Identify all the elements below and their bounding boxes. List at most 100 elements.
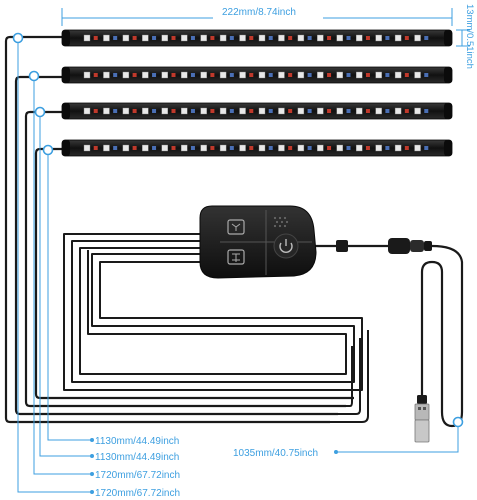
resistor-chip: [268, 146, 273, 150]
led-chip: [297, 107, 305, 115]
led-chip: [142, 107, 149, 115]
led-chip: [317, 71, 324, 79]
resistor-chip: [365, 146, 370, 150]
led-chip: [122, 34, 130, 42]
resistor-chip: [152, 109, 157, 113]
resistor-chip: [404, 73, 409, 77]
cable-length-leaders: [17, 42, 459, 493]
resistor-chip: [132, 146, 137, 150]
led-chip: [356, 71, 363, 79]
led-chip: [200, 144, 207, 152]
led-chip: [278, 107, 285, 115]
leader-end-dots: [90, 438, 338, 494]
led-chip: [356, 107, 363, 115]
resistor-chip: [210, 73, 215, 77]
resistor-chip: [327, 109, 332, 113]
resistor-chip: [424, 146, 429, 150]
resistor-chip: [288, 109, 293, 113]
resistor-chip: [365, 36, 370, 40]
led-chip: [278, 34, 285, 42]
resistor-chip: [288, 36, 293, 40]
led-chip: [181, 71, 188, 79]
resistor-chip: [327, 36, 332, 40]
led-chip: [336, 144, 343, 152]
resistor-chip: [249, 146, 254, 150]
led-chip: [239, 144, 246, 152]
strip-width-dimension: 222mm/8.74inch: [61, 5, 453, 26]
cable-length-label-2: 1130mm/44.49inch: [95, 452, 179, 463]
controller[interactable]: [199, 205, 317, 279]
resistor-chip: [385, 73, 390, 77]
usb-cable-length-label: 1035mm/40.75inch: [233, 448, 318, 459]
mic-icon: [273, 216, 289, 228]
looped-cables: [63, 233, 369, 423]
resistor-chip: [404, 109, 409, 113]
led-chip: [219, 71, 227, 79]
led-chip: [142, 144, 149, 152]
led-chip: [239, 107, 246, 115]
led-chip: [375, 144, 382, 152]
usb-plug: [414, 403, 430, 421]
resistor-chip: [210, 109, 215, 113]
strip-end-cap: [444, 30, 452, 46]
cable-length-label-4: 1720mm/67.72inch: [95, 488, 180, 499]
strip-width-label: 222mm/8.74inch: [222, 7, 296, 18]
led-chip: [103, 144, 110, 152]
connector-marker: [34, 106, 46, 118]
led-chip: [317, 107, 324, 115]
led-chip: [336, 71, 343, 79]
led-chip: [83, 144, 91, 152]
resistor-chip: [268, 36, 273, 40]
led-chip: [122, 144, 130, 152]
led-chip: [394, 71, 402, 79]
resistor-chip: [424, 109, 429, 113]
led-strip-body: [61, 102, 453, 120]
led-chip: [356, 34, 363, 42]
led-chip: [336, 107, 343, 115]
resistor-chip: [132, 36, 137, 40]
led-chip: [219, 144, 227, 152]
connector-marker: [28, 70, 40, 82]
led-strip: [61, 139, 453, 157]
mode-button[interactable]: [227, 219, 245, 235]
led-chip: [414, 34, 421, 42]
led-chip: [258, 144, 266, 152]
led-chip: [219, 34, 227, 42]
resistor-chip: [152, 146, 157, 150]
resistor-chip: [346, 146, 351, 150]
led-chip: [161, 144, 168, 152]
resistor-chip: [346, 36, 351, 40]
led-chip: [394, 107, 402, 115]
led-chip: [317, 34, 324, 42]
power-button[interactable]: [273, 233, 299, 259]
led-chip: [414, 71, 421, 79]
led-chip: [103, 34, 110, 42]
resistor-chip: [424, 36, 429, 40]
led-strip-body: [61, 66, 453, 84]
usb-plug-collar: [417, 395, 427, 404]
strip-end-cap: [62, 67, 70, 83]
led-chip: [297, 71, 305, 79]
led-chip: [297, 34, 305, 42]
led-chip: [414, 107, 421, 115]
power-icon: [279, 239, 293, 253]
resistor-chip: [327, 73, 332, 77]
strip-end-cap: [62, 30, 70, 46]
music-mode-button[interactable]: [227, 249, 245, 265]
led-chip: [394, 144, 402, 152]
strip-end-cap: [444, 67, 452, 83]
connector-marker: [12, 32, 24, 44]
resistor-chip: [385, 146, 390, 150]
resistor-chip: [113, 36, 118, 40]
resistor-chip: [307, 73, 312, 77]
led-chip: [258, 71, 266, 79]
resistor-chip: [249, 36, 254, 40]
strip-height-dimension: 13mm/0.51inch: [456, 4, 475, 69]
resistor-chip: [229, 109, 234, 113]
resistor-chip: [190, 73, 195, 77]
resistor-chip: [93, 36, 98, 40]
resistor-chip: [307, 36, 312, 40]
barrel-connector: [388, 238, 410, 254]
